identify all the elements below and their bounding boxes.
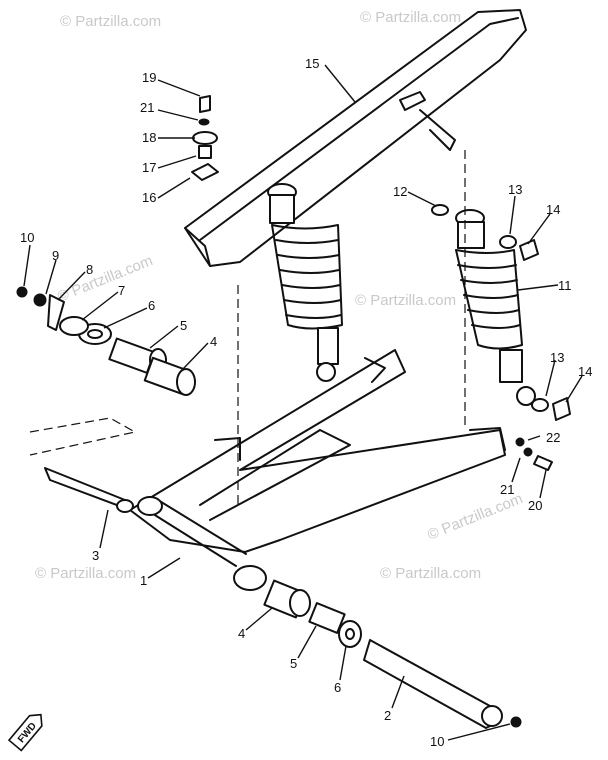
callout-5: 5 xyxy=(290,656,297,671)
pivot-parts-lower xyxy=(263,579,522,729)
callout-18: 18 xyxy=(142,130,156,145)
callout-1: 1 xyxy=(140,573,147,588)
callout-2: 2 xyxy=(384,708,391,723)
callout-21: 21 xyxy=(140,100,154,115)
callout-20: 20 xyxy=(528,498,542,513)
watermark-text: © Partzilla.com xyxy=(355,292,456,309)
callout-15: 15 xyxy=(305,56,319,71)
callout-13: 13 xyxy=(550,350,564,365)
watermark-text: © Partzilla.com xyxy=(425,490,525,544)
callouts: 1 2 3 4 4 5 5 6 6 7 8 9 10 10 11 12 13 1… xyxy=(20,56,592,749)
forward-arrow-badge: FWD xyxy=(7,713,43,752)
watermark-text: © Partzilla.com xyxy=(380,565,481,582)
callout-3: 3 xyxy=(92,548,99,563)
watermark-text: © Partzilla.com xyxy=(360,9,461,26)
callout-22: 22 xyxy=(546,430,560,445)
callout-11: 11 xyxy=(558,278,572,293)
case-fasteners xyxy=(191,95,219,181)
shock-absorber-left xyxy=(267,183,343,382)
callout-4: 4 xyxy=(210,334,217,349)
callout-17: 17 xyxy=(142,160,156,175)
callout-14: 14 xyxy=(546,202,560,217)
callout-9: 9 xyxy=(52,248,59,263)
watermark-text: © Partzilla.com xyxy=(55,252,155,306)
watermark-text: © Partzilla.com xyxy=(60,13,161,30)
pivot-parts-upper xyxy=(16,286,196,513)
callout-21: 21 xyxy=(500,482,514,497)
swingarm xyxy=(129,349,506,591)
shock-fasteners xyxy=(431,204,571,471)
callout-5: 5 xyxy=(180,318,187,333)
callout-19: 19 xyxy=(142,70,156,85)
assembly-lines xyxy=(29,150,466,505)
callout-6: 6 xyxy=(334,680,341,695)
watermark-text: © Partzilla.com xyxy=(35,565,136,582)
callout-10: 10 xyxy=(20,230,34,245)
leader-lines xyxy=(23,64,583,741)
callout-14: 14 xyxy=(578,364,592,379)
callout-8: 8 xyxy=(86,262,93,277)
shock-absorber-right xyxy=(455,209,536,406)
callout-10: 10 xyxy=(430,734,444,749)
callout-7: 7 xyxy=(118,283,125,298)
callout-16: 16 xyxy=(142,190,156,205)
callout-12: 12 xyxy=(393,184,407,199)
callout-4: 4 xyxy=(238,626,245,641)
callout-6: 6 xyxy=(148,298,155,313)
callout-13: 13 xyxy=(508,182,522,197)
